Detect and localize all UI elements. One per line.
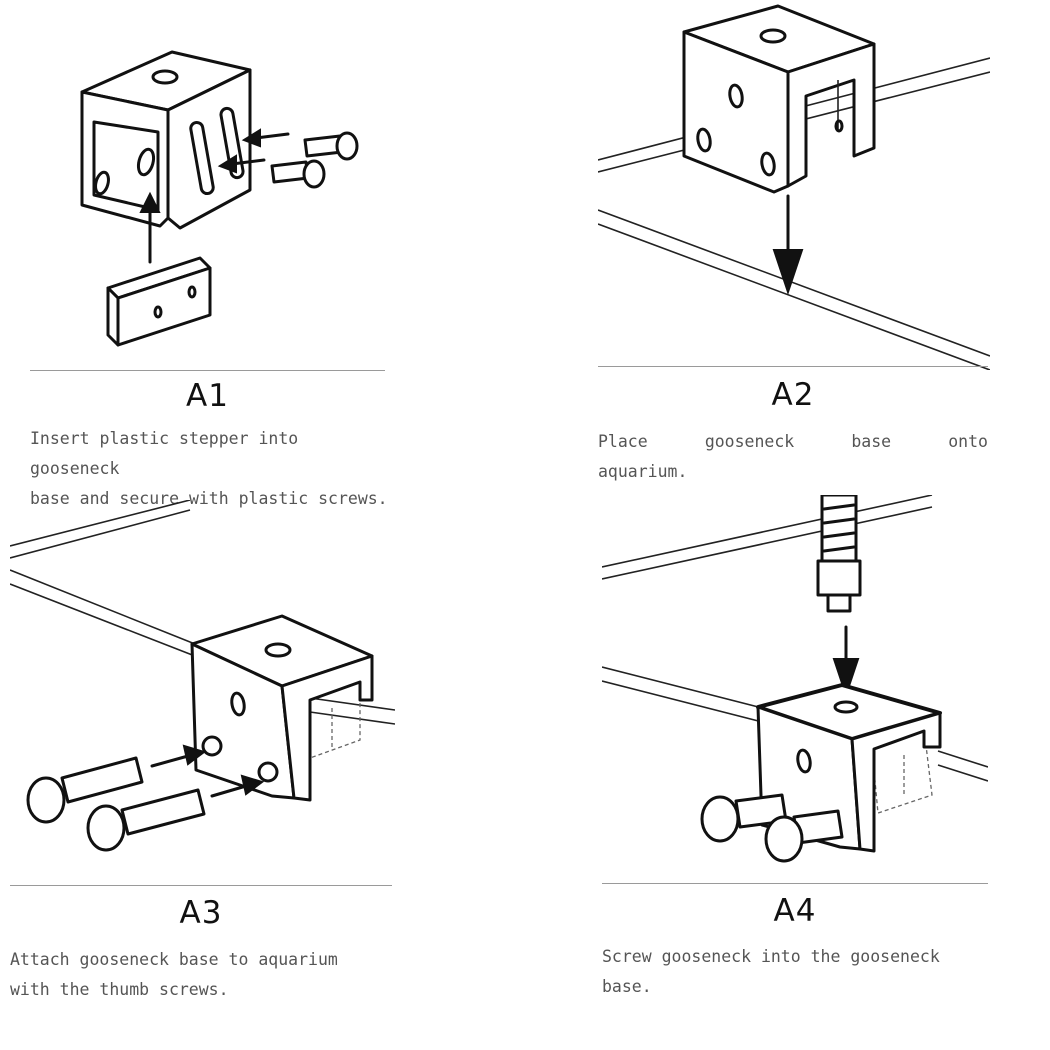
step-desc-a3-line2: with the thumb screws. [10, 980, 229, 999]
step-label-a3: A3 [179, 895, 223, 931]
step-desc-a1-line2: base and secure with plastic screws. [30, 489, 388, 508]
step-desc-a4: Screw gooseneck into the gooseneck base. [602, 942, 988, 1002]
step-label-a1: A1 [186, 378, 229, 414]
divider-a1 [30, 370, 385, 371]
divider-a4 [602, 883, 988, 884]
illustration-a4 [602, 495, 988, 875]
step-desc-a3: Attach gooseneck base to aquarium with t… [10, 945, 392, 1005]
illustration-a1 [60, 30, 390, 360]
step-desc-a1: Insert plastic stepper into gooseneck ba… [30, 424, 390, 514]
step-label-a4: A4 [773, 893, 817, 929]
step-desc-a2-line1: Place gooseneck base onto [598, 432, 988, 451]
divider-a3 [10, 885, 392, 886]
step-desc-a4-line1: Screw gooseneck into the gooseneck [602, 947, 940, 966]
illustration-a2 [598, 0, 990, 370]
step-label-a2: A2 [771, 377, 815, 413]
step-desc-a1-line1: Insert plastic stepper into gooseneck [30, 429, 299, 478]
step-desc-a4-line2: base. [602, 977, 652, 996]
step-desc-a2: Place gooseneck base onto aquarium. [598, 427, 988, 487]
illustration-a3 [10, 500, 395, 870]
divider-a2 [598, 366, 988, 367]
step-desc-a3-line1: Attach gooseneck base to aquarium [10, 950, 338, 969]
step-desc-a2-line2: aquarium. [598, 462, 688, 481]
